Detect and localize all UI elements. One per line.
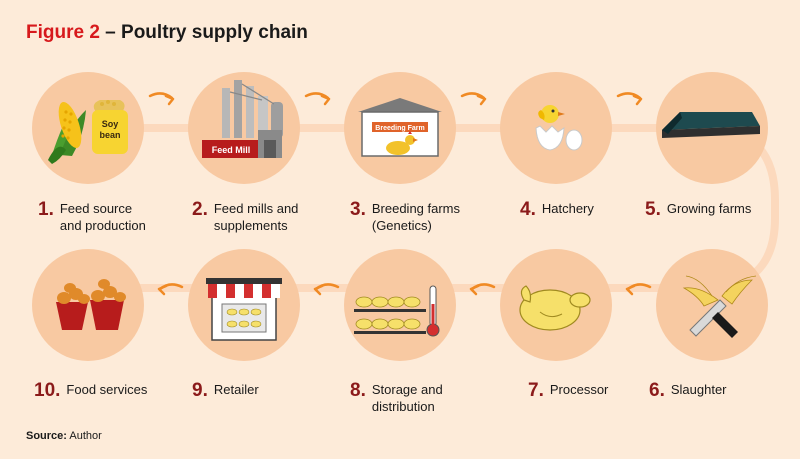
hatching-chick-icon [535,105,583,151]
step-text: Hatchery [541,201,594,216]
soybean-bag-label-1: Soy [102,119,119,129]
breeding-farm-icon: Breeding Farm [358,98,442,157]
arrow-icon [157,283,184,296]
step-label-10: 10. Food services [34,381,194,400]
source-text: Author [66,430,102,442]
figure-label: Figure 2 [26,22,100,43]
source-note: Source: Author [26,430,102,442]
step-label-4: 4. Hatchery [520,200,680,219]
step-number: 6. [649,380,665,401]
step-text: Retailer [213,382,259,397]
step-circle-4 [500,72,612,184]
step-number: 9. [192,380,208,401]
step-label-6: 6. Slaughter [649,381,800,400]
step-label-9: 9. Retailer [192,381,352,400]
arrow-icon [469,283,496,296]
store-icon [206,278,282,341]
source-label: Source: [26,430,67,442]
soybean-bag-label-2: bean [99,130,120,140]
step-text: Food services [66,382,148,397]
step-circle-10 [32,249,144,361]
step-number: 3. [350,199,366,220]
step-text: Breeding farms(Genetics) [371,201,461,233]
flow-arrows [148,92,652,296]
corn-soybean-icon: Soy bean [48,100,128,164]
step-text: Growing farms [666,201,752,216]
arrow-icon [460,92,487,106]
figure-title-text: – Poultry supply chain [99,22,308,43]
step-text: Processor [549,382,609,397]
step-number: 10. [34,380,61,401]
step-label-7: 7. Processor [528,381,688,400]
step-circle-2 [188,72,300,184]
figure-title: Figure 2 – Poultry supply chain [26,22,308,44]
step-number: 1. [38,199,54,220]
step-number: 2. [192,199,208,220]
feed-mill-sign: Feed Mill [212,145,251,155]
arrow-icon [625,283,652,296]
step-label-3: 3. Breeding farms(Genetics) [350,200,510,234]
step-number: 8. [350,380,366,401]
arrow-icon [148,92,175,106]
step-label-5: 5. Growing farms [645,200,800,219]
barn-icon [662,112,760,138]
step-number: 4. [520,199,536,220]
fried-chicken-buckets-icon [56,279,126,330]
step-text: Slaughter [670,382,727,397]
step-number: 5. [645,199,661,220]
step-number: 7. [528,380,544,401]
whole-chicken-icon [519,285,591,331]
feed-mill-icon: Feed Mill [202,80,283,158]
arrow-icon [304,92,331,106]
arrow-icon [616,92,643,106]
arrow-icon [313,283,340,296]
breeding-farm-sign: Breeding Farm [375,125,424,132]
winged-knife-icon [682,275,757,338]
step-circle-6 [656,249,768,361]
cold-storage-icon [354,285,440,337]
